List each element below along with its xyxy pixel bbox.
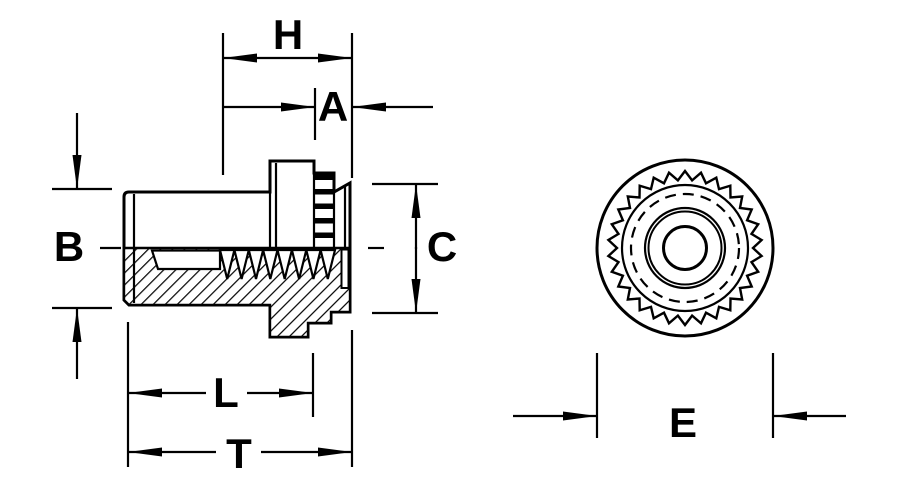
chamfer-circle-inner <box>647 210 723 286</box>
serration-bars <box>314 174 334 238</box>
dimension-t: T <box>128 330 354 477</box>
dimension-e: E <box>513 353 846 446</box>
dim-label-a: A <box>318 83 348 130</box>
bore-notch <box>150 249 222 271</box>
dim-label-b: B <box>54 223 84 270</box>
dim-label-c: C <box>427 223 457 270</box>
section-hatch <box>122 246 352 339</box>
dimension-c: C <box>372 182 457 315</box>
collar-circle <box>620 183 750 313</box>
side-view <box>100 159 384 339</box>
head-wall <box>340 248 350 289</box>
hole-circle <box>662 225 708 271</box>
dim-label-e: E <box>669 399 697 446</box>
dimension-b: B <box>52 113 112 379</box>
thread-profile <box>218 248 337 280</box>
chamfer-circle-outer <box>643 206 727 290</box>
dim-label-h: H <box>273 11 303 58</box>
front-view <box>595 158 775 338</box>
dim-label-l: L <box>213 369 239 416</box>
dimension-a: A <box>224 83 433 140</box>
dimension-l: L <box>126 322 315 467</box>
dim-label-t: T <box>226 430 252 477</box>
thread-circle-dashed <box>629 192 741 304</box>
